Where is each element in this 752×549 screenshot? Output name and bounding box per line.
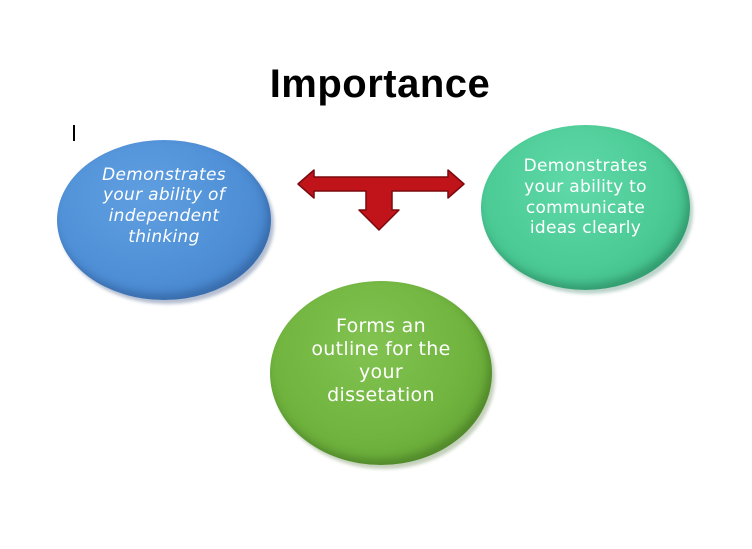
circle-communicate-ideas: Demonstrates your ability to communicate… xyxy=(481,125,690,290)
circle-right-text: Demonstrates your ability to communicate… xyxy=(523,156,648,239)
circle-independent-thinking: Demonstrates your ability of independent… xyxy=(57,140,271,300)
circle-left-text: Demonstrates your ability of independent… xyxy=(102,164,226,247)
red-t-arrow-icon xyxy=(297,169,465,231)
text-cursor-mark xyxy=(73,125,75,141)
circle-bottom-text: Forms an outline for the your dissetatio… xyxy=(311,314,451,407)
slide-title: Importance xyxy=(269,62,491,106)
circle-dissertation-outline: Forms an outline for the your dissetatio… xyxy=(270,281,492,465)
